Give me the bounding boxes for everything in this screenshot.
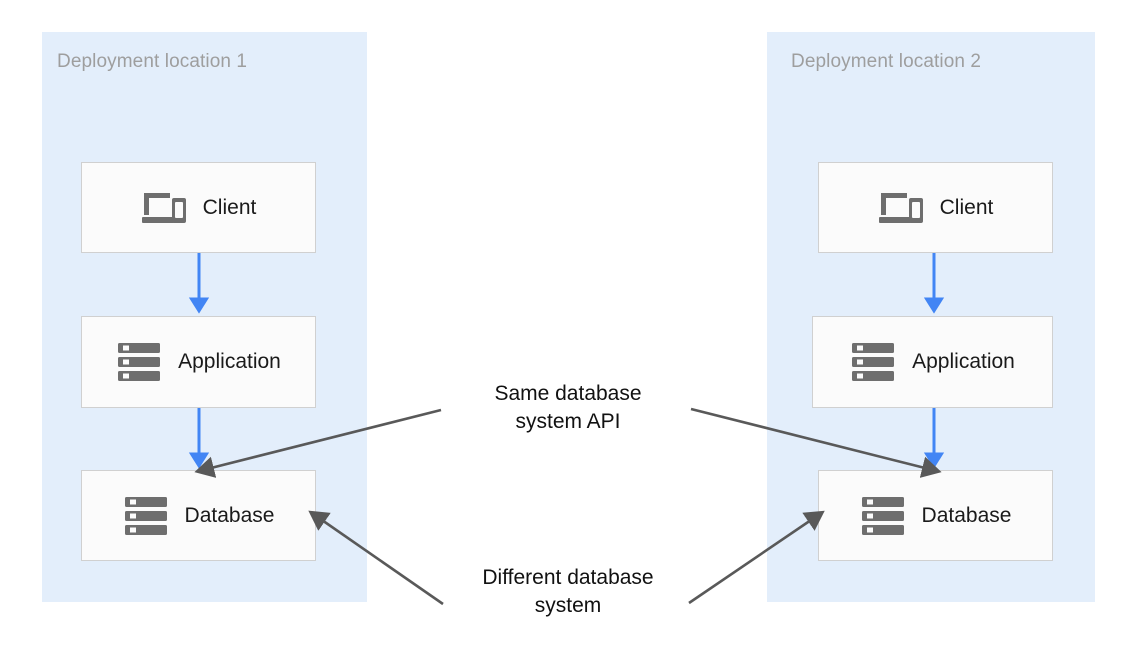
server-icon — [850, 342, 896, 382]
node-database-1[interactable]: Database — [81, 470, 316, 561]
node-application-1[interactable]: Application — [81, 316, 316, 408]
node-client-1[interactable]: Client — [81, 162, 316, 253]
node-application-2[interactable]: Application — [812, 316, 1053, 408]
devices-icon — [878, 188, 924, 228]
devices-icon — [141, 188, 187, 228]
node-application-1-label: Application — [178, 350, 281, 373]
node-client-2-label: Client — [939, 195, 994, 219]
node-database-2-label: Database — [921, 503, 1012, 527]
node-application-2-label: Application — [912, 350, 1015, 373]
zone-2-title: Deployment location 2 — [791, 51, 982, 72]
node-database-1-label: Database — [184, 503, 275, 527]
node-client-2[interactable]: Client — [818, 162, 1053, 253]
server-icon — [860, 496, 906, 536]
zone-1-title: Deployment location 1 — [57, 51, 248, 72]
server-icon — [123, 496, 169, 536]
annotation-same-database-system-api: Same database system API — [494, 382, 642, 434]
server-icon — [116, 342, 162, 382]
node-client-1-label: Client — [202, 195, 257, 219]
annotation-different-database-system: Different database system — [482, 566, 654, 618]
node-database-2[interactable]: Database — [818, 470, 1053, 561]
